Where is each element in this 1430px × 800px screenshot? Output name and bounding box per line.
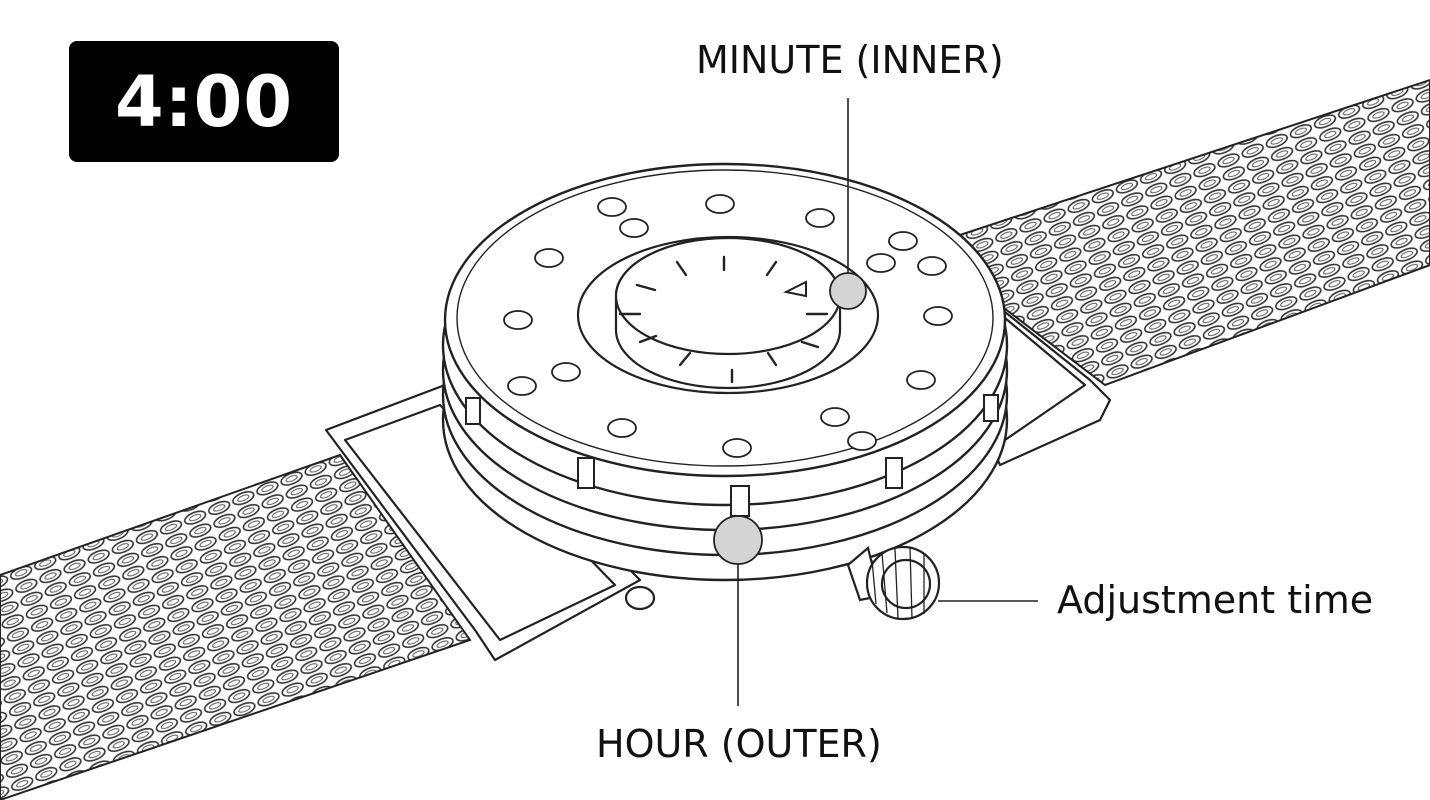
case-notches [465, 394, 999, 517]
inner-well [576, 235, 880, 395]
hour-callout-label: HOUR (OUTER) [596, 722, 882, 766]
time-badge: 4:00 [69, 41, 339, 162]
adjustment-callout-label: Adjustment time [1057, 578, 1374, 622]
minute-ticks [618, 255, 829, 384]
leader-lines [737, 98, 1038, 706]
hour-dimples [503, 194, 953, 458]
left-mesh-strap [0, 453, 472, 800]
minute-callout-label: MINUTE (INNER) [696, 38, 1004, 82]
crown-icon [846, 545, 941, 621]
minute-indicator-ball [829, 272, 867, 310]
time-display: 4:00 [114, 60, 294, 143]
left-lug [324, 383, 656, 662]
hour-indicator-ball [713, 515, 763, 565]
triangle-marker-icon [782, 280, 807, 298]
